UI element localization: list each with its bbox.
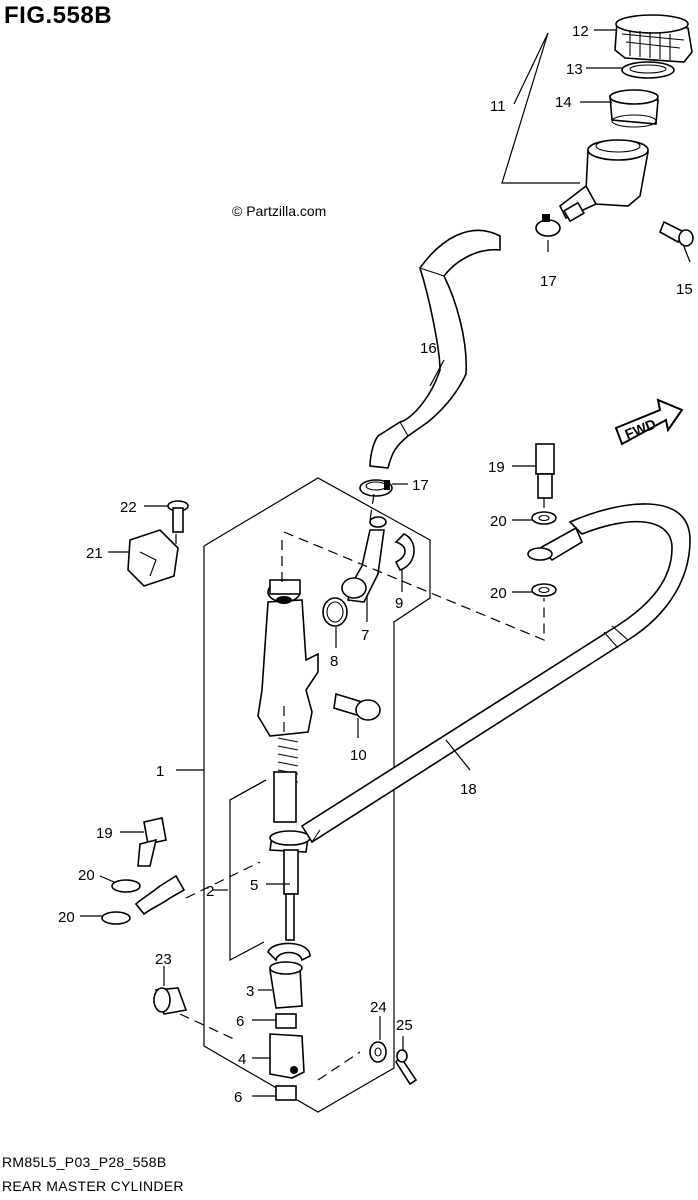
- callout-2: 2: [206, 883, 214, 900]
- reservoir-hose-part[interactable]: [369, 229, 501, 469]
- reservoir-bolt-part[interactable]: [658, 220, 694, 263]
- fwd-label: FWD: [623, 416, 659, 443]
- washer-pin-part[interactable]: [369, 1016, 387, 1063]
- hose-clamp-lower-part[interactable]: [359, 479, 393, 497]
- callout-17-top: 17: [540, 273, 557, 290]
- reservoir-diaphragm-part[interactable]: [609, 89, 659, 128]
- callout-14: 14: [555, 94, 572, 111]
- lock-nut-lower-part[interactable]: [252, 1085, 297, 1101]
- piston-spring-part[interactable]: [273, 737, 299, 823]
- sealing-washer-1-part[interactable]: [531, 511, 557, 525]
- lock-nut-upper-part[interactable]: [252, 1013, 297, 1029]
- dust-boot-part[interactable]: [258, 961, 303, 1009]
- clevis-pin-part[interactable]: [153, 966, 188, 1015]
- callout-6-top: 6: [236, 1013, 244, 1030]
- callout-7: 7: [361, 627, 369, 644]
- callout-17-bottom: 17: [412, 477, 429, 494]
- callout-11: 11: [490, 98, 506, 115]
- reservoir-body-part[interactable]: [558, 139, 649, 223]
- hose-guide-part[interactable]: [108, 529, 179, 587]
- callout-20-b: 20: [490, 585, 507, 602]
- reservoir-cap-part[interactable]: [614, 14, 693, 63]
- callout-8: 8: [330, 653, 338, 670]
- reservoir-assembly: [501, 14, 694, 263]
- callout-12: 12: [572, 23, 589, 40]
- callout-4: 4: [238, 1051, 246, 1068]
- hose-clamp-upper-part[interactable]: [535, 214, 561, 252]
- sealing-washer-2-part[interactable]: [531, 583, 557, 597]
- callout-24: 24: [370, 999, 387, 1016]
- mounting-bolt-part[interactable]: [333, 692, 381, 738]
- callout-5: 5: [250, 877, 258, 894]
- master-cylinder-outline: [203, 477, 431, 1113]
- callout-20-d: 20: [58, 909, 75, 926]
- callout-9: 9: [395, 595, 403, 612]
- cotter-pin-part[interactable]: [395, 1036, 418, 1086]
- sealing-washer-3-part[interactable]: [111, 879, 141, 893]
- forward-direction-arrow: FWD: [614, 398, 684, 446]
- callout-19-top: 19: [488, 459, 505, 476]
- callout-16: 16: [420, 340, 437, 357]
- banjo-bolt-upper-part[interactable]: [512, 443, 555, 499]
- circlip-lower-part[interactable]: [267, 942, 311, 962]
- callout-20-c: 20: [78, 867, 95, 884]
- sealing-washer-4-part[interactable]: [101, 911, 131, 925]
- push-rod-clevis-part[interactable]: [252, 1033, 305, 1079]
- callout-15: 15: [676, 281, 693, 298]
- master-cylinder-body-part[interactable]: [257, 579, 319, 737]
- brake-hose-part[interactable]: [134, 503, 691, 916]
- figure-title: FIG.558B: [4, 2, 113, 29]
- callout-1: 1: [156, 763, 164, 780]
- circlip-upper-part[interactable]: [394, 533, 415, 571]
- banjo-bolt-lower-part[interactable]: [120, 817, 167, 867]
- callout-23: 23: [155, 951, 172, 968]
- guide-screw-part[interactable]: [144, 500, 189, 533]
- figure-code: RM85L5_P03_P28_558B: [2, 1154, 167, 1170]
- callout-22: 22: [120, 499, 137, 516]
- reservoir-diaphragm-plate-part[interactable]: [621, 61, 675, 79]
- callout-18: 18: [460, 781, 477, 798]
- figure-name: REAR MASTER CYLINDER: [2, 1178, 184, 1194]
- callout-21: 21: [86, 545, 103, 562]
- piston-part[interactable]: [266, 830, 311, 941]
- callout-3: 3: [246, 983, 254, 1000]
- watermark-text: © Partzilla.com: [232, 203, 326, 219]
- callout-6-bottom: 6: [234, 1089, 242, 1106]
- callout-10: 10: [350, 747, 367, 764]
- union-fitting-part[interactable]: [341, 516, 387, 622]
- callout-25: 25: [396, 1017, 413, 1034]
- callout-13: 13: [566, 61, 583, 78]
- callout-20-a: 20: [490, 513, 507, 530]
- callout-19-bottom: 19: [96, 825, 113, 842]
